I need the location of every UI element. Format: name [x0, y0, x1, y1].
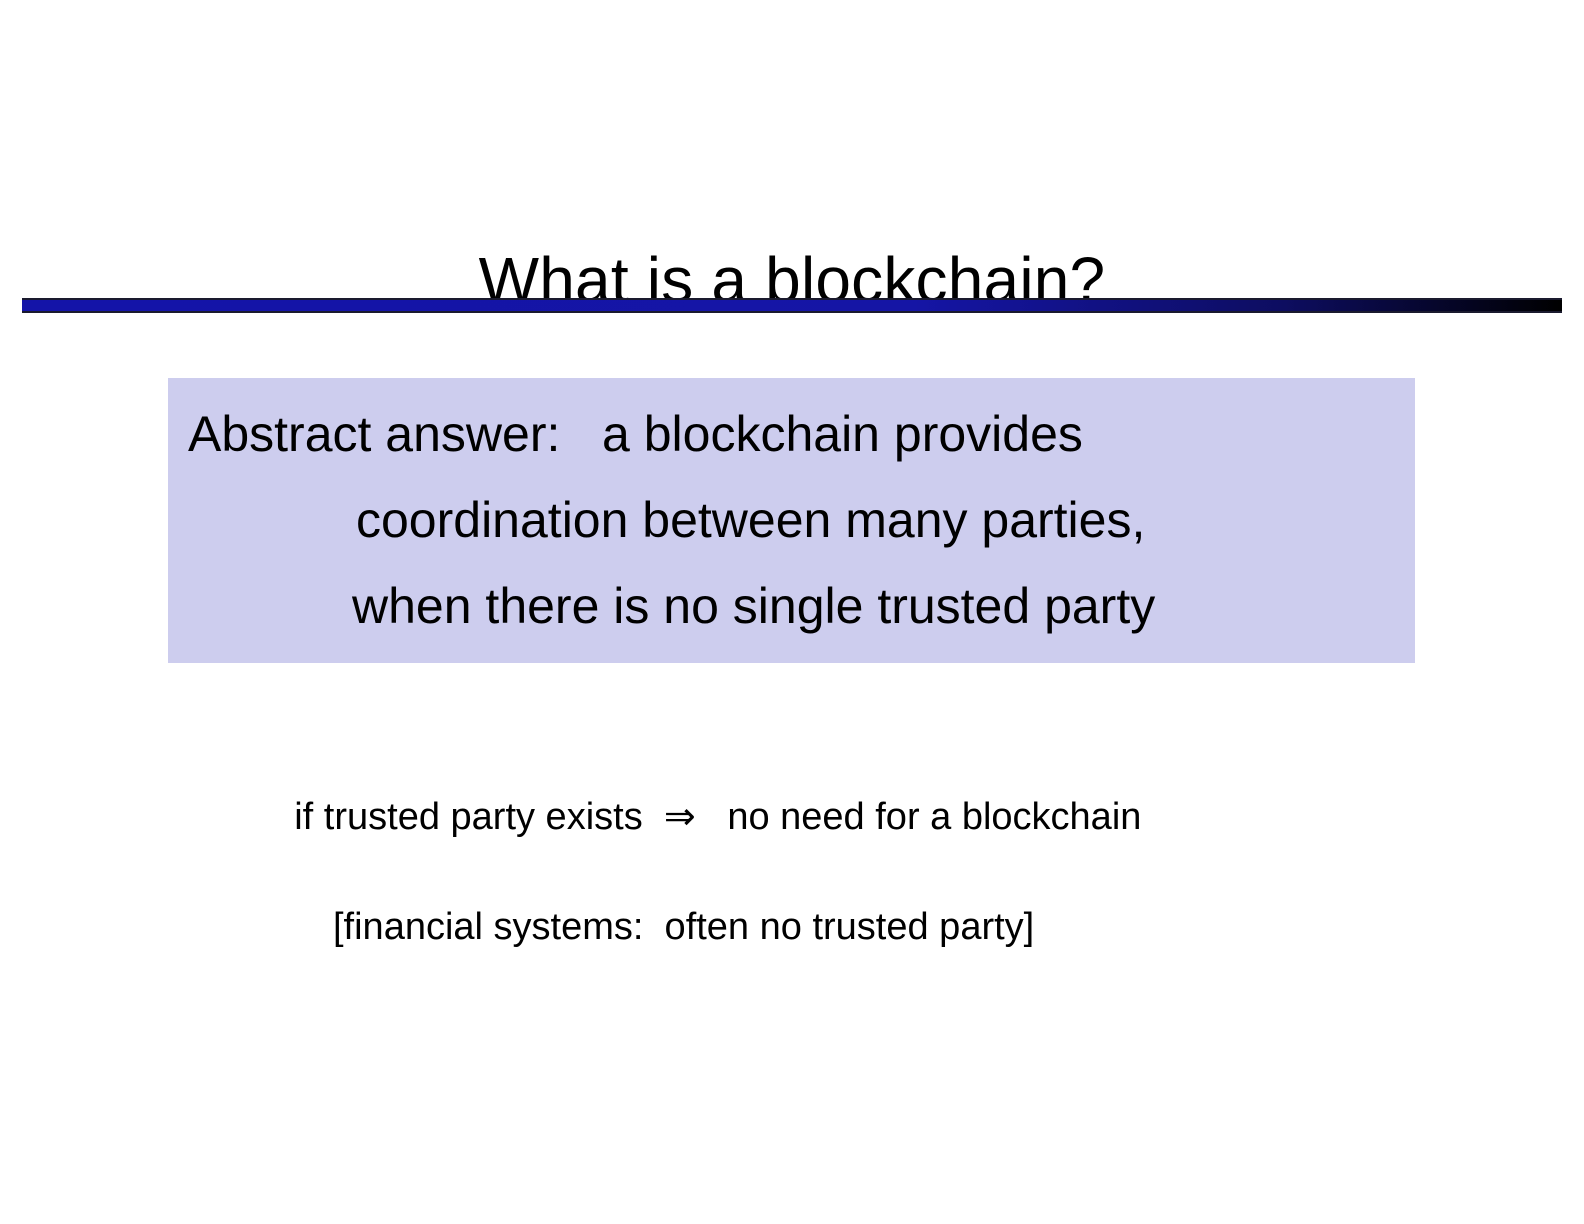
callout-line-1: Abstract answer: a blockchain provides — [188, 406, 1083, 462]
callout-line-2: coordination between many parties, — [356, 492, 1146, 548]
implies-arrow-icon: ⇒ — [663, 796, 696, 838]
note-financial-systems: [financial systems: often no trusted par… — [333, 906, 1035, 948]
callout-line-3: when there is no single trusted party — [352, 578, 1156, 634]
note-implication-consequent: no need for a blockchain — [695, 796, 1142, 838]
note-trusted-party-implication: if trusted party exists ⇒ no need for a … — [252, 748, 1141, 886]
title-divider-rule — [22, 298, 1562, 313]
note-implication-antecedent: if trusted party exists — [294, 796, 664, 838]
abstract-answer-callout: Abstract answer: a blockchain provides c… — [168, 378, 1415, 663]
